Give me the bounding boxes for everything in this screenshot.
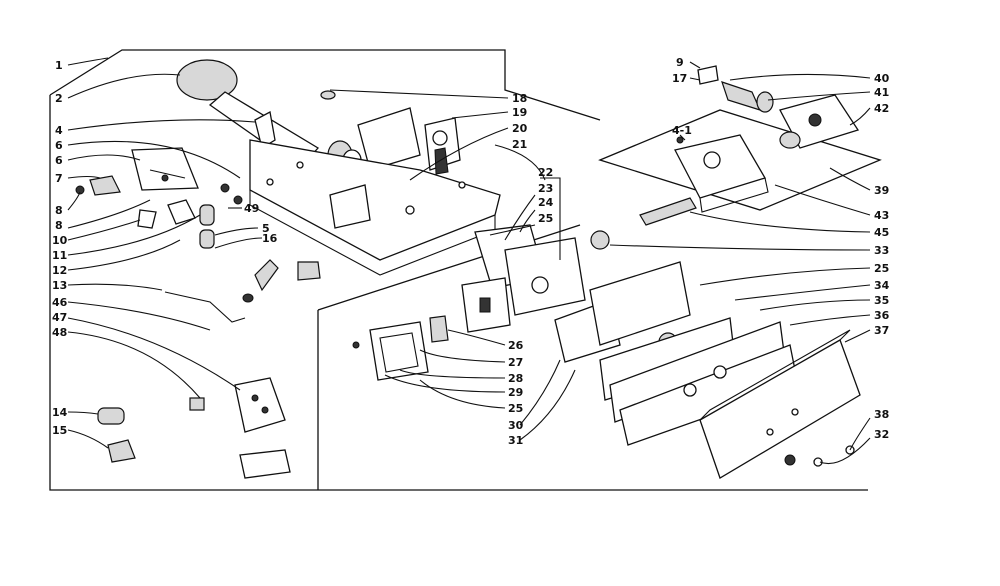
part-label-33: 33: [874, 244, 889, 257]
part-label-43: 43: [874, 209, 889, 222]
part-labels: 1 2 4 6 6 7 8 8 10 11 12 13 46 47 48 14 …: [52, 56, 890, 447]
part-label-42: 42: [874, 102, 889, 115]
mounting-bracket: [357, 107, 421, 171]
part-label-6a: 6: [55, 139, 63, 152]
shift-lever-assembly: [75, 59, 501, 323]
part-label-25a: 25: [538, 212, 553, 225]
leader-lines: [67, 57, 871, 465]
part-label-26: 26: [508, 339, 524, 352]
part-label-23: 23: [538, 182, 553, 195]
part-label-36: 36: [874, 309, 890, 322]
switch-assembly: [97, 377, 291, 479]
part-label-47: 47: [52, 311, 67, 324]
part-label-37: 37: [874, 324, 889, 337]
part-label-9: 9: [676, 56, 684, 69]
part-label-25b: 25: [874, 262, 889, 275]
part-label-11: 11: [52, 249, 67, 262]
part-label-41: 41: [874, 86, 889, 99]
carburetor-body: [674, 134, 766, 199]
part-label-13: 13: [52, 279, 67, 292]
part-label-20: 20: [512, 122, 528, 135]
part-label-15: 15: [52, 424, 67, 437]
part-label-35: 35: [874, 294, 889, 307]
part-label-4-1: 4-1: [672, 124, 692, 137]
part-label-39: 39: [874, 184, 889, 197]
part-label-25c: 25: [508, 402, 523, 415]
part-label-46: 46: [52, 296, 68, 309]
assembly-frame: [49, 49, 882, 491]
part-label-4: 4: [55, 124, 63, 137]
part-label-38: 38: [874, 408, 889, 421]
outer-cover: [699, 339, 861, 479]
part-label-7: 7: [55, 172, 63, 185]
part-label-12: 12: [52, 264, 67, 277]
part-label-29: 29: [508, 386, 523, 399]
part-label-40: 40: [874, 72, 890, 85]
part-label-8b: 8: [55, 219, 63, 232]
part-label-31: 31: [508, 434, 523, 447]
gasket-plate: [369, 321, 429, 381]
part-label-5: 5: [262, 222, 270, 235]
center-housing: [352, 224, 799, 446]
part-label-27: 27: [508, 356, 523, 369]
part-label-14: 14: [52, 406, 68, 419]
part-label-24: 24: [538, 196, 554, 209]
part-label-21: 21: [512, 138, 527, 151]
valve-assembly: [590, 65, 860, 250]
part-label-30: 30: [508, 419, 524, 432]
part-label-18: 18: [512, 92, 527, 105]
part-label-45: 45: [874, 226, 889, 239]
part-label-28: 28: [508, 372, 523, 385]
part-label-32: 32: [874, 428, 889, 441]
part-label-1: 1: [55, 59, 63, 72]
part-label-49: 49: [244, 202, 259, 215]
part-label-22: 22: [538, 166, 553, 179]
part-label-2: 2: [55, 92, 63, 105]
cover-assembly: [699, 329, 861, 479]
part-label-34: 34: [874, 279, 890, 292]
part-label-19: 19: [512, 106, 527, 119]
shift-knob: [176, 59, 238, 101]
part-label-8a: 8: [55, 204, 63, 217]
part-label-6b: 6: [55, 154, 63, 167]
part-label-17: 17: [672, 72, 687, 85]
housing-block: [504, 237, 586, 316]
part-label-16: 16: [262, 232, 278, 245]
part-label-48: 48: [52, 326, 67, 339]
switch-plate: [234, 377, 286, 433]
part-label-10: 10: [52, 234, 68, 247]
